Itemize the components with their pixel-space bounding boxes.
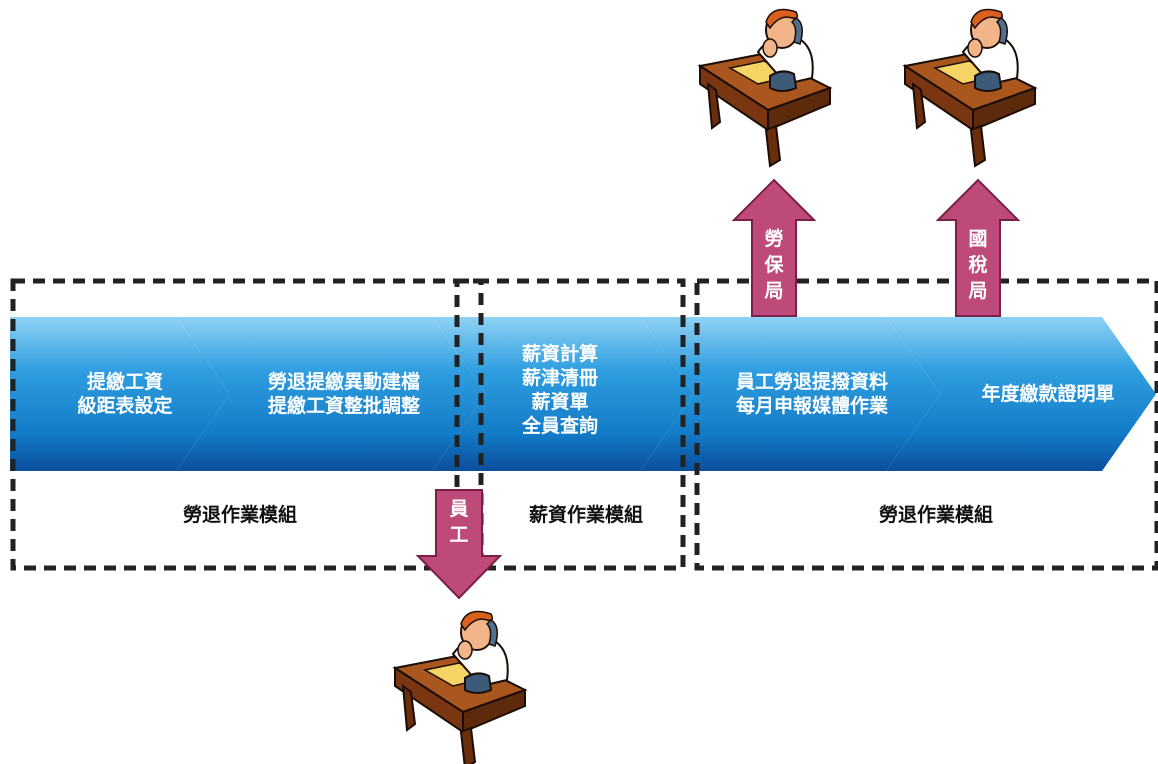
stage-chevron-1 bbox=[10, 317, 230, 471]
group-box-3 bbox=[694, 278, 1158, 571]
stage-label-4: 員工勞退提撥資料每月申報媒體作業 bbox=[735, 371, 888, 417]
stage-chevron-2 bbox=[176, 317, 486, 471]
stage-chevron-5 bbox=[886, 317, 1156, 471]
group-label-1: 勞退作業模組 bbox=[182, 504, 297, 526]
up-arrow-labor-insurance bbox=[731, 178, 817, 317]
stage-label-2: 勞退提繳異動建檔提繳工資整批調整 bbox=[267, 371, 420, 417]
stage-chevron-4 bbox=[640, 317, 940, 471]
arrow-label-employee: 員工 bbox=[449, 498, 469, 546]
clerk-on-phone-icon bbox=[904, 8, 1036, 167]
stage-chevron-3 bbox=[432, 317, 694, 471]
stage-label-3: 薪資計算薪津清冊薪資單全員查詢 bbox=[521, 343, 598, 437]
arrow-label-tax-bureau: 國稅局 bbox=[968, 228, 988, 302]
arrow-label-labor-insurance: 勞保局 bbox=[764, 228, 784, 302]
clerk-on-phone-icon bbox=[699, 8, 831, 167]
clerk-on-phone-icon bbox=[394, 610, 526, 764]
group-label-3: 勞退作業模組 bbox=[878, 504, 993, 526]
group-box-2 bbox=[454, 278, 686, 571]
up-arrow-tax-bureau bbox=[935, 178, 1021, 317]
group-box-1 bbox=[10, 278, 484, 571]
stage-label-5: 年度繳款證明單 bbox=[981, 383, 1115, 405]
down-arrow-employee bbox=[415, 489, 503, 600]
stage-label-1: 提繳工資級距表設定 bbox=[77, 371, 173, 417]
group-label-2: 薪資作業模組 bbox=[528, 504, 643, 526]
